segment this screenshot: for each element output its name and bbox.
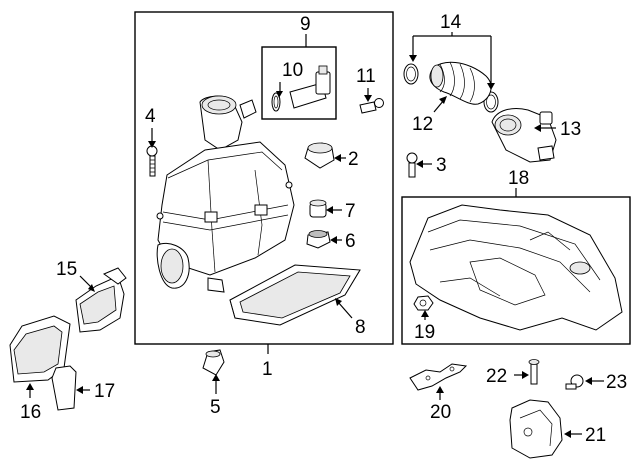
- heat-shield: [509, 399, 563, 459]
- cover-nut: [413, 295, 434, 311]
- callout-19: 19: [414, 322, 435, 343]
- callout-4: 4: [145, 106, 156, 127]
- air-filter-element: [229, 264, 361, 326]
- bracket-20: [409, 363, 468, 391]
- throttle-body: [491, 108, 557, 163]
- callout-16: 16: [20, 402, 41, 423]
- leader-lines: [26, 32, 604, 438]
- callout-2: 2: [348, 149, 359, 170]
- screw-11: [359, 98, 384, 114]
- intake-hose: [429, 61, 492, 105]
- mount-cap: [304, 142, 335, 169]
- callout-23: 23: [606, 372, 627, 393]
- callout-9: 9: [300, 14, 311, 35]
- callout-7: 7: [345, 201, 356, 222]
- callout-1: 1: [262, 359, 273, 380]
- mass-airflow-sensor: [289, 65, 331, 109]
- bolt-4: [146, 145, 158, 177]
- callout-17: 17: [94, 381, 115, 402]
- air-cleaner-housing: [156, 95, 295, 293]
- callout-18: 18: [508, 168, 529, 189]
- callout-6: 6: [345, 231, 356, 252]
- air-duct: [75, 267, 127, 333]
- deflector: [51, 365, 77, 411]
- callout-3: 3: [436, 155, 447, 176]
- filter-element-kit-frame: [261, 46, 337, 120]
- callout-13: 13: [560, 119, 581, 140]
- screw-3: [406, 152, 418, 178]
- callout-22: 22: [486, 366, 507, 387]
- callout-21: 21: [585, 425, 606, 446]
- insulator-mount: [306, 230, 331, 249]
- air-inlet-box: [9, 315, 71, 383]
- engine-cover: [409, 204, 623, 331]
- sensor-seal: [271, 92, 281, 112]
- callout-10: 10: [282, 60, 303, 81]
- callout-14: 14: [440, 12, 462, 33]
- callout-12: 12: [412, 114, 433, 135]
- callout-5: 5: [210, 397, 221, 418]
- callout-20: 20: [430, 402, 451, 423]
- grommet: [309, 199, 327, 218]
- housing-bracket: [202, 349, 225, 376]
- callout-11: 11: [356, 66, 376, 87]
- callout-8: 8: [355, 317, 366, 338]
- callout-15: 15: [56, 259, 77, 280]
- stud-22: [528, 359, 540, 385]
- bolt-23: [565, 374, 584, 390]
- air-cleaner-assembly-frame: [134, 11, 394, 345]
